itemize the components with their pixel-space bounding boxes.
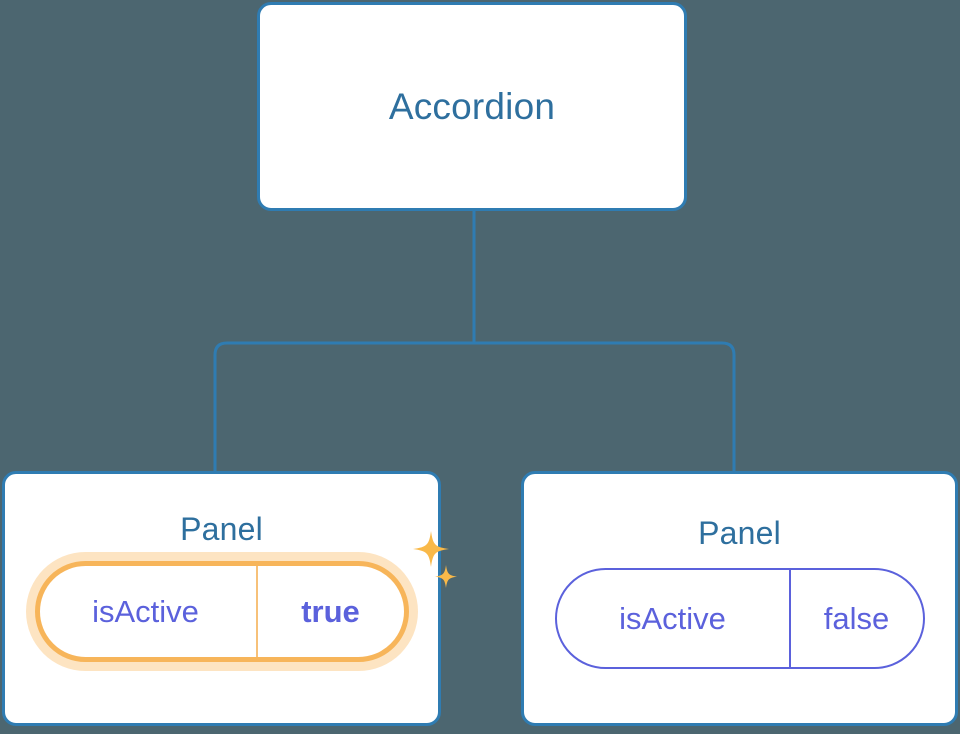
node-panel-active[interactable]: Panel isActive true xyxy=(2,471,457,726)
prop-name: isActive xyxy=(619,601,726,636)
prop-name: isActive xyxy=(92,594,199,629)
node-panel-inactive-title: Panel xyxy=(698,515,781,551)
node-accordion-title: Accordion xyxy=(388,86,556,127)
prop-pill-inactive-wrapper: isActive false xyxy=(554,568,925,669)
connector-branch-left xyxy=(213,341,474,471)
prop-pill-active-wrapper: isActive true xyxy=(34,531,457,662)
node-panel-inactive[interactable]: Panel isActive false xyxy=(521,471,958,726)
prop-value: false xyxy=(788,570,923,667)
node-accordion[interactable]: Accordion xyxy=(257,2,687,211)
node-panel-active-title: Panel xyxy=(180,511,263,547)
prop-pill-inactive[interactable]: isActive false xyxy=(554,568,925,669)
prop-pill-active[interactable]: isActive true xyxy=(34,561,409,662)
sparkles-icon xyxy=(412,531,457,588)
prop-value: true xyxy=(255,566,404,657)
connector-branch-right xyxy=(474,341,736,471)
